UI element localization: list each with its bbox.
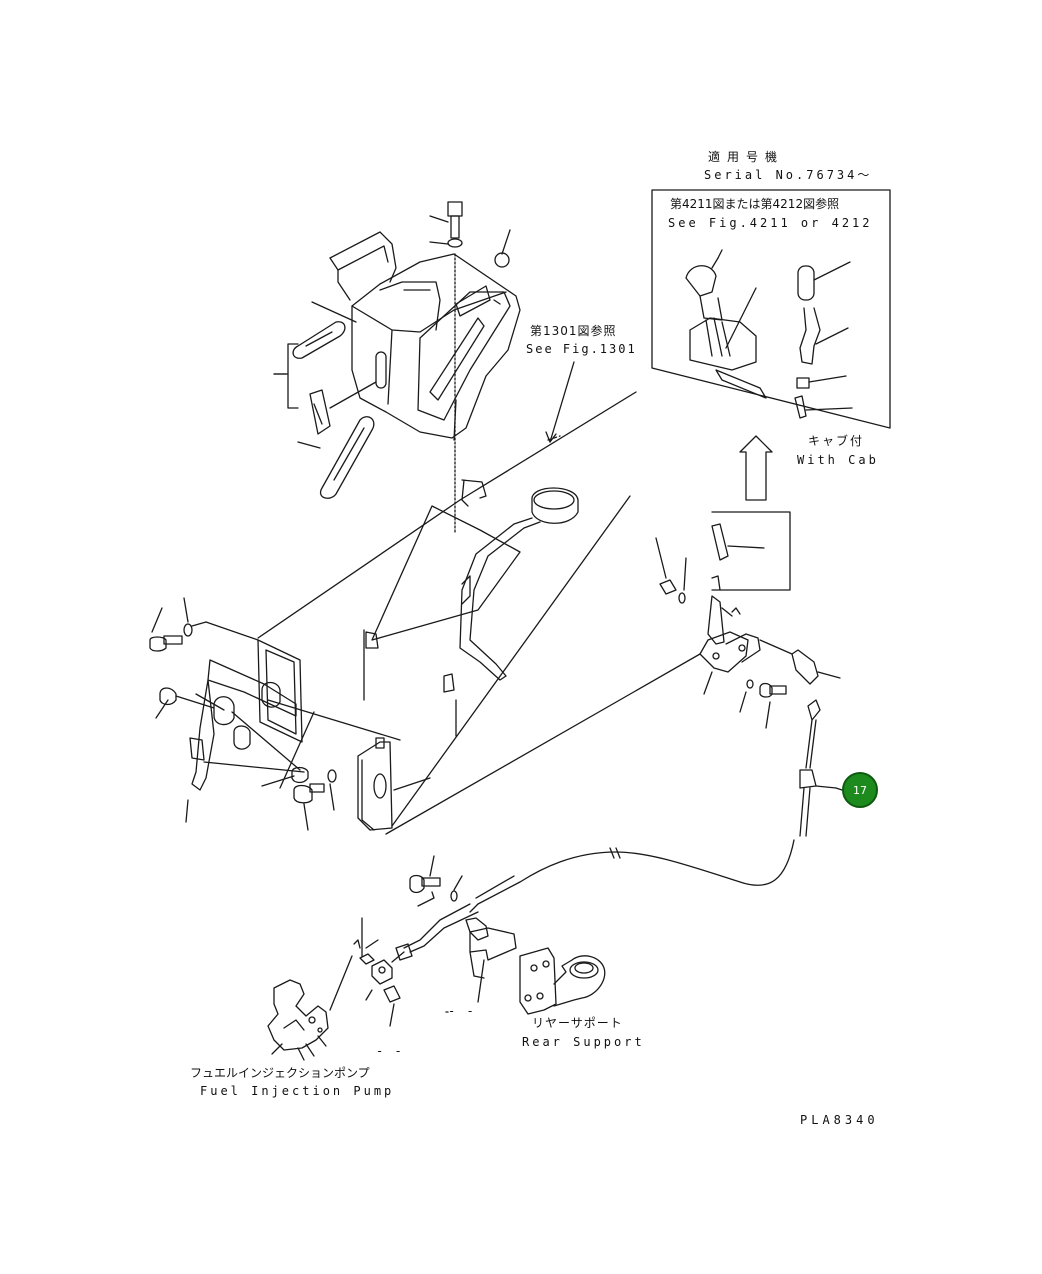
fuel-pump-jp: フュエルインジェクションポンプ	[190, 1066, 370, 1080]
fig1301-reference-en: See Fig.1301	[526, 342, 637, 356]
rear-support	[445, 947, 606, 1015]
fig1301-reference-jp: 第1301図参照	[530, 324, 617, 338]
frame-lines	[257, 391, 701, 835]
lever-bracket	[365, 479, 579, 693]
fig1301-leader	[545, 361, 575, 443]
up-arrow	[739, 435, 773, 501]
serial-heading-jp: 適用号機	[708, 150, 785, 164]
inset-box	[651, 189, 891, 429]
drawing-code: PLA8340	[800, 1113, 879, 1127]
with-cab-jp: キャブ付	[808, 434, 865, 448]
console-cover	[329, 229, 521, 439]
with-cab-en: With Cab	[797, 453, 879, 467]
inset-reference-jp: 第4211図または第4212図参照	[670, 197, 840, 211]
dash-mark-2: - -	[376, 1044, 404, 1058]
callout-17-button[interactable]: 17	[842, 772, 878, 808]
cable	[395, 699, 837, 961]
fuel-pump-en: Fuel Injection Pump	[200, 1084, 395, 1098]
grommets	[273, 301, 377, 499]
lower-plate	[357, 737, 431, 831]
top-bolt	[429, 201, 463, 535]
pump-linkage	[267, 917, 405, 1061]
rear-support-jp: リヤーサポート	[532, 1016, 623, 1030]
right-lever	[655, 511, 841, 729]
cable-bolts	[409, 855, 517, 1003]
serial-heading-en: Serial No.76734〜	[704, 168, 873, 182]
left-lever-assembly	[149, 597, 337, 831]
rear-support-en: Rear Support	[522, 1035, 645, 1049]
inset-reference-en: See Fig.4211 or 4212	[668, 216, 873, 230]
dash-mark-1: - -	[448, 1004, 476, 1018]
callout-17-leader	[835, 787, 843, 791]
